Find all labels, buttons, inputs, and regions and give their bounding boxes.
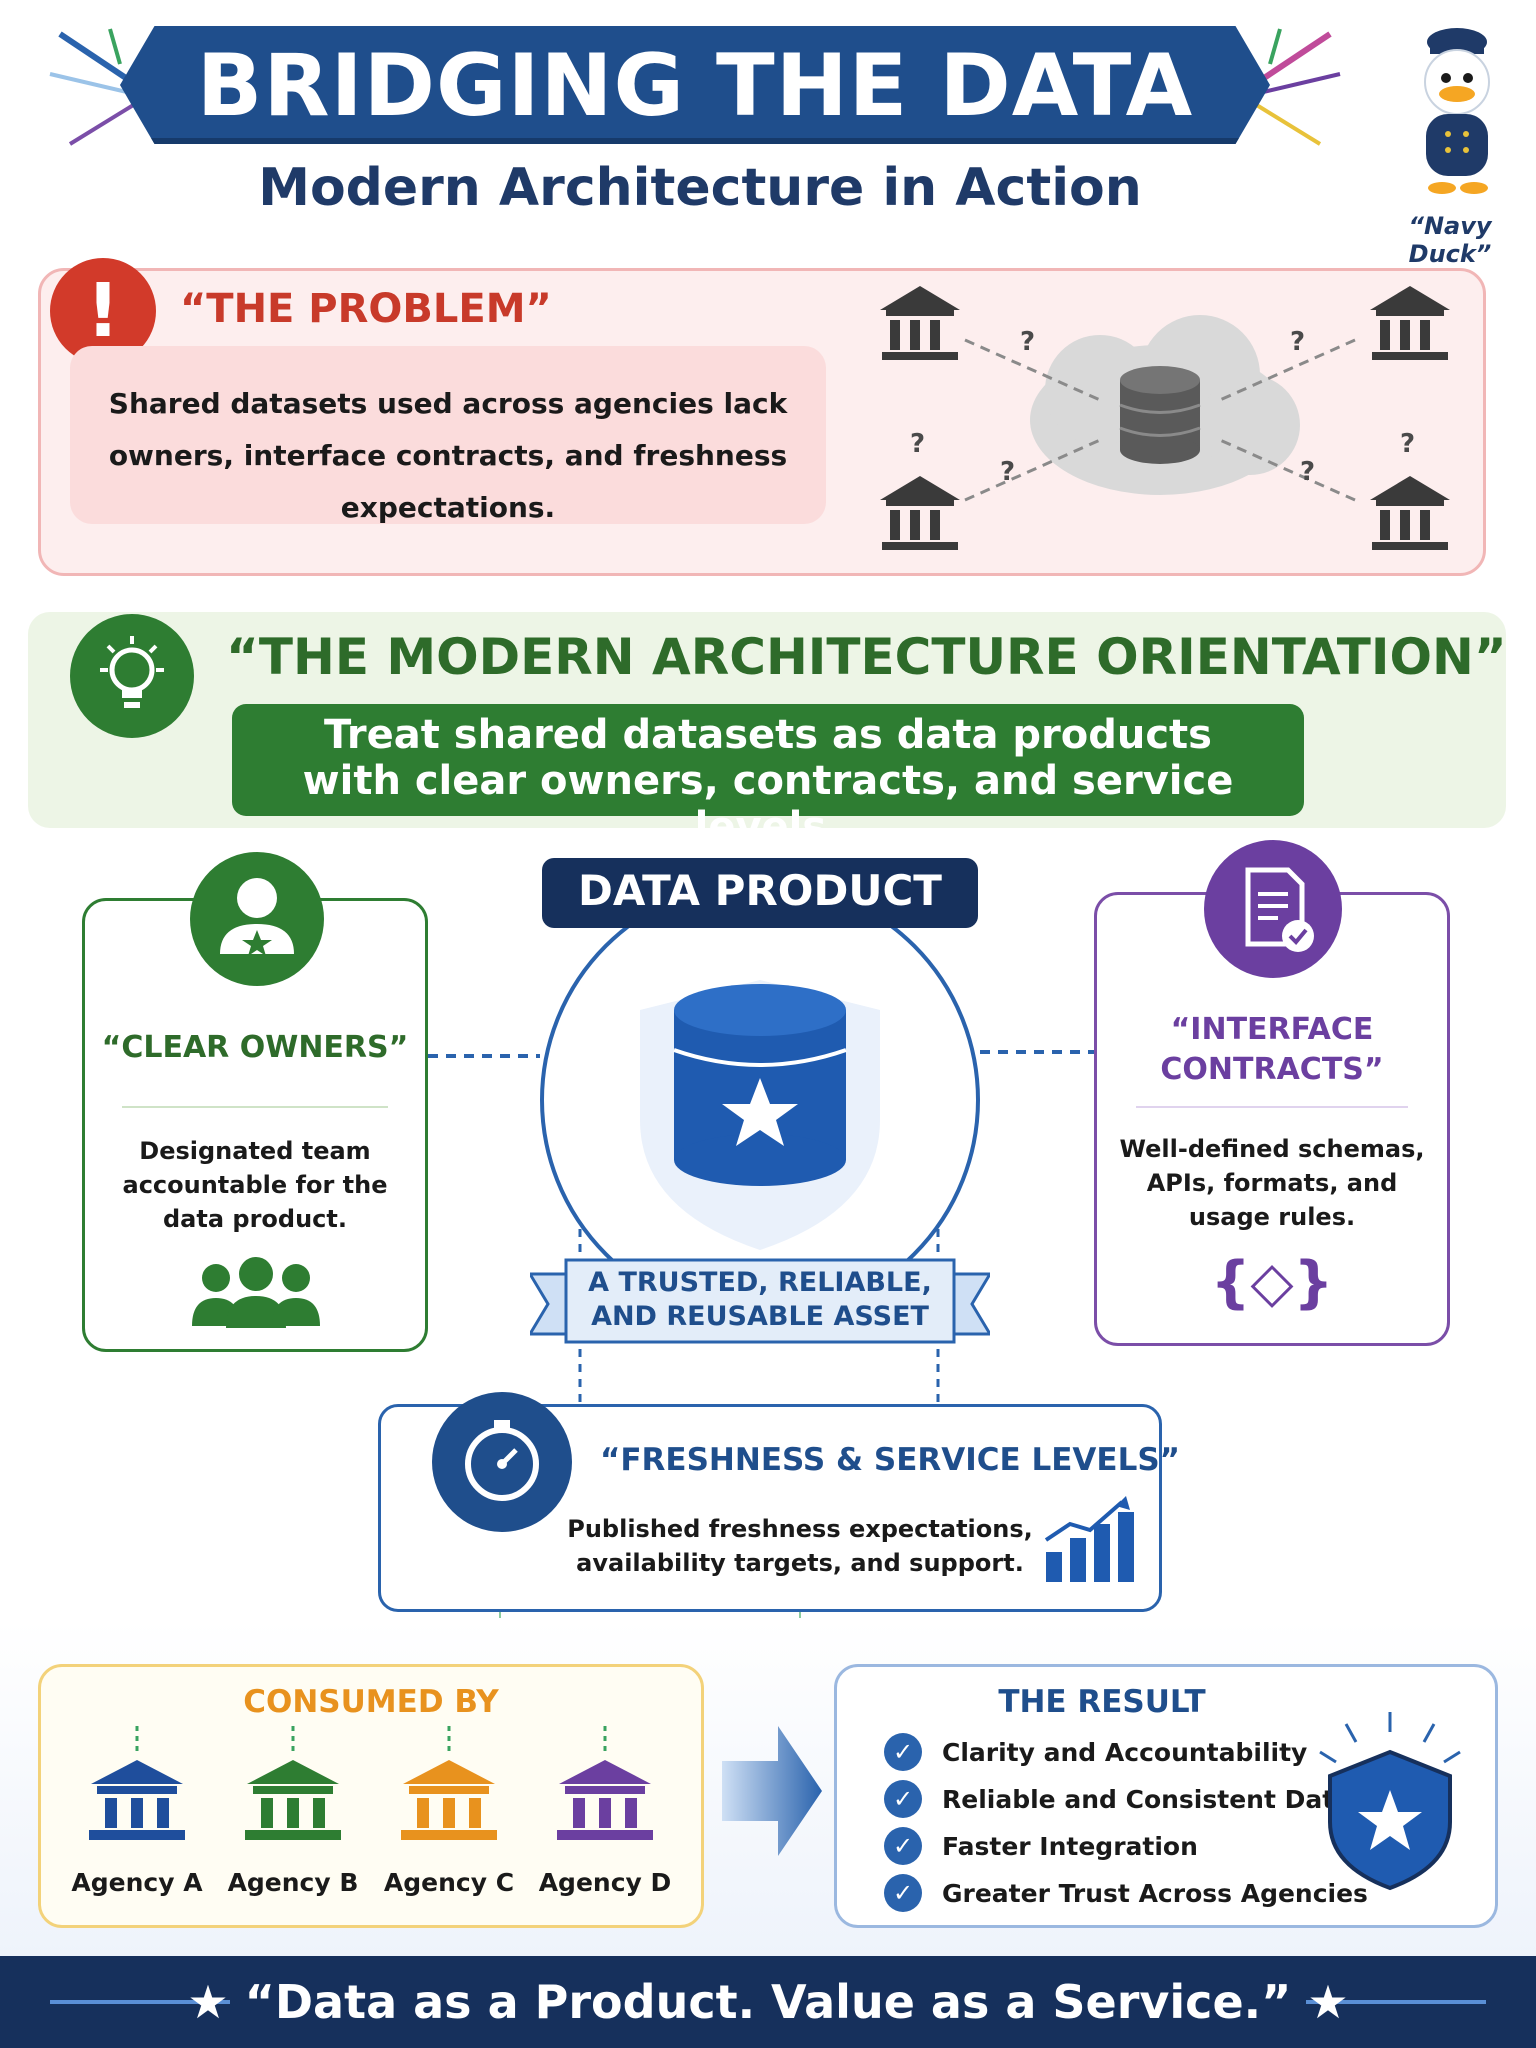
contracts-title-line-1: “INTERFACE bbox=[1170, 1012, 1374, 1047]
data-product-label-box bbox=[542, 858, 978, 928]
result-title: THE RESULT bbox=[998, 1684, 1206, 1720]
orientation-line-2: with clear owners, contracts, and servic… bbox=[302, 758, 1234, 850]
divider bbox=[1136, 1106, 1408, 1108]
document-check-icon bbox=[1245, 867, 1314, 952]
agency-label: Agency D bbox=[538, 1868, 672, 1897]
asset-ribbon bbox=[530, 1258, 990, 1344]
government-building-icon bbox=[557, 1760, 653, 1840]
problem-text: Shared datasets used across agencies lac… bbox=[108, 387, 788, 524]
check-icon: ✓ bbox=[884, 1733, 922, 1771]
database-icon bbox=[1119, 366, 1201, 464]
check-icon: ✓ bbox=[884, 1827, 922, 1865]
check-icon: ✓ bbox=[884, 1780, 922, 1818]
page-subtitle: Modern Architecture in Action bbox=[258, 158, 1142, 218]
result-item: ✓ Clarity and Accountability bbox=[884, 1732, 1307, 1772]
question-mark: ? bbox=[1300, 457, 1315, 487]
arrow-right-icon bbox=[722, 1726, 822, 1856]
orientation-box bbox=[232, 704, 1304, 816]
page-title: BRIDGING THE DATA GAP bbox=[196, 36, 1194, 240]
clear-owners-title: “CLEAR OWNERS” bbox=[101, 1030, 409, 1065]
data-product-label: DATA PRODUCT bbox=[578, 866, 942, 915]
bar-chart-trend-icon bbox=[1044, 1496, 1134, 1582]
agency-label: Agency A bbox=[71, 1868, 203, 1897]
consumed-by-card bbox=[38, 1664, 704, 1928]
question-mark: ? bbox=[1290, 327, 1305, 357]
agency-icons bbox=[89, 1726, 653, 1840]
result-item: ✓ Reliable and Consistent Data bbox=[884, 1779, 1351, 1819]
government-building-icon bbox=[245, 1760, 341, 1840]
result-item: ✓ Greater Trust Across Agencies bbox=[884, 1873, 1368, 1913]
government-building-icon bbox=[880, 286, 960, 360]
navy-duck-icon bbox=[1424, 28, 1490, 194]
government-building-icon bbox=[1370, 286, 1450, 360]
orientation-title: “THE MODERN ARCHITECTURE ORIENTATION” bbox=[226, 628, 1507, 686]
mascot-label: “Navy Duck” bbox=[1408, 212, 1492, 268]
clear-owners-text: Designated team accountable for the data… bbox=[122, 1137, 388, 1233]
orientation-badge bbox=[70, 614, 194, 738]
shield-star-icon bbox=[1319, 1712, 1461, 1891]
person-star-icon bbox=[220, 878, 294, 956]
freshness-text: Published freshness expectations, availa… bbox=[567, 1515, 1033, 1577]
team-icon bbox=[192, 1257, 320, 1328]
government-building-icon bbox=[89, 1760, 185, 1840]
problem-card bbox=[70, 346, 826, 524]
agency-label: Agency B bbox=[227, 1868, 359, 1897]
title-burst-right bbox=[1253, 28, 1341, 146]
database-icon bbox=[673, 984, 847, 1186]
agency-label: Agency C bbox=[383, 1868, 515, 1897]
interface-contracts-text: Well-defined schemas, APIs, formats, and… bbox=[1119, 1135, 1425, 1231]
footer-tagline: ★ “Data as a Product. Value as a Service… bbox=[187, 1975, 1349, 2029]
check-icon: ✓ bbox=[884, 1874, 922, 1912]
title-burst-left bbox=[49, 28, 137, 146]
government-building-icon bbox=[401, 1760, 497, 1840]
ribbon-line-2: AND REUSABLE ASSET bbox=[591, 1301, 929, 1332]
owner-badge bbox=[190, 852, 324, 986]
problem-title: “THE PROBLEM” bbox=[180, 286, 552, 332]
contracts-title-line-2: CONTRACTS” bbox=[1160, 1052, 1384, 1087]
gauge-icon bbox=[465, 1420, 539, 1501]
freshness-title: “FRESHNESS & SERVICE LEVELS” bbox=[600, 1442, 1181, 1478]
orientation-line-1: Treat shared datasets as data products bbox=[324, 712, 1212, 758]
title-banner bbox=[120, 26, 1270, 144]
government-building-icon bbox=[880, 476, 960, 550]
contracts-badge bbox=[1204, 840, 1342, 978]
divider bbox=[122, 1106, 388, 1108]
question-mark: ? bbox=[1400, 429, 1415, 459]
result-item: ✓ Faster Integration bbox=[884, 1826, 1198, 1866]
question-mark: ? bbox=[910, 429, 925, 459]
question-mark: ? bbox=[1020, 327, 1035, 357]
government-building-icon bbox=[1370, 476, 1450, 550]
footer-bar bbox=[0, 1956, 1536, 2048]
consumed-by-title: CONSUMED BY bbox=[243, 1684, 499, 1720]
ribbon-line-1: A TRUSTED, RELIABLE, bbox=[588, 1267, 932, 1298]
asset-ribbon-text: A TRUSTED, RELIABLE, AND REUSABLE ASSET bbox=[560, 1266, 960, 1334]
result-item-label: Reliable and Consistent Data bbox=[942, 1784, 1352, 1814]
question-mark: ? bbox=[1000, 457, 1015, 487]
footer-rules bbox=[50, 2000, 1486, 2004]
interface-contracts-title: “INTERFACE CONTRACTS” bbox=[1094, 1010, 1450, 1090]
lightbulb-icon bbox=[100, 636, 164, 708]
orientation-text: Treat shared datasets as data products w… bbox=[232, 712, 1304, 850]
result-item-label: Greater Trust Across Agencies bbox=[942, 1878, 1368, 1908]
result-item-label: Clarity and Accountability bbox=[942, 1737, 1308, 1767]
result-item-label: Faster Integration bbox=[942, 1831, 1198, 1861]
disconnected-data-illustration: ? ? ? ? ? ? bbox=[880, 286, 1450, 550]
code-braces-icon: {◇} bbox=[1210, 1250, 1334, 1315]
